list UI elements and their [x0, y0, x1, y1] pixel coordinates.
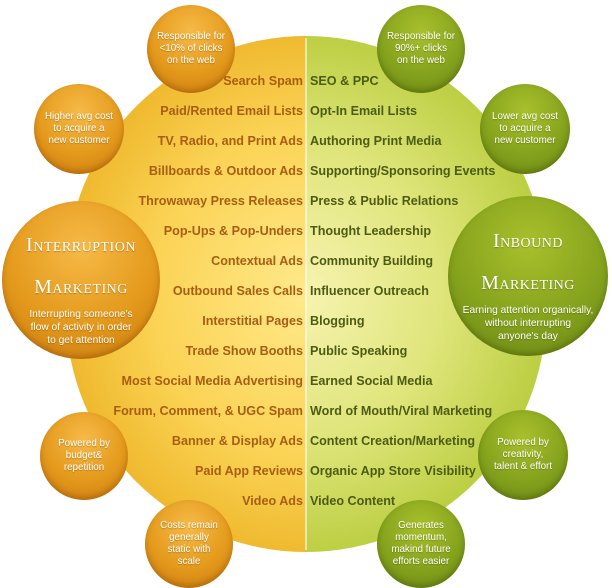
- inbound-item: Word of Mouth/Viral Marketing: [310, 404, 493, 418]
- inbound-item: Authoring Print Media: [310, 134, 442, 148]
- interruption-marketing-title: Interruption Marketing: [26, 214, 136, 298]
- inbound-item: Opt-In Email Lists: [310, 104, 418, 118]
- inbound-item: Press & Public Relations: [310, 194, 459, 208]
- interruption-item: Video Ads: [242, 494, 303, 508]
- interruption-item: Search Spam: [223, 74, 303, 88]
- inbound-item: Blogging: [310, 314, 365, 328]
- interruption-cost-bubble: Higher avg cost to acquire a new custome…: [34, 84, 124, 174]
- interruption-item: Billboards & Outdoor Ads: [148, 164, 303, 178]
- interruption-item: Interstitial Pages: [202, 314, 303, 328]
- interruption-costs-static-bubble: Costs remain generally static with scale: [145, 500, 233, 588]
- inbound-item: Earned Social Media: [310, 374, 433, 388]
- interruption-item: Banner & Display Ads: [171, 434, 303, 448]
- inbound-item: Public Speaking: [310, 344, 408, 358]
- inbound-item: Video Content: [310, 494, 396, 508]
- inbound-title-line2: Marketing: [481, 271, 575, 294]
- interruption-title-line2: Marketing: [34, 275, 128, 298]
- center-divider: [305, 38, 307, 550]
- interruption-item: Trade Show Booths: [185, 344, 303, 358]
- interruption-item: Most Social Media Advertising: [121, 374, 303, 388]
- inbound-cost-bubble: Lower avg cost to acquire a new customer: [480, 84, 570, 174]
- inbound-item: Content Creation/Marketing: [310, 434, 476, 448]
- interruption-item: Throwaway Press Releases: [138, 194, 303, 208]
- inbound-powered-bubble: Powered by creativity, talent & effort: [478, 410, 568, 500]
- inbound-marketing-title: Inbound Marketing: [481, 210, 575, 294]
- inbound-item: Organic App Store Visibility: [310, 464, 476, 478]
- inbound-marketing-description: Earning attention organically, without i…: [462, 304, 594, 342]
- interruption-item: TV, Radio, and Print Ads: [157, 134, 303, 148]
- inbound-item: Influencer Outreach: [310, 284, 429, 298]
- inbound-marketing-bubble: Inbound Marketing Earning attention orga…: [448, 196, 608, 356]
- interruption-clicks-bubble: Responsible for <10% of clicks on the we…: [147, 5, 235, 93]
- interruption-item: Forum, Comment, & UGC Spam: [113, 404, 303, 418]
- inbound-momentum-bubble: Generates momentum, makind future effort…: [377, 500, 465, 588]
- interruption-item: Paid App Reviews: [194, 464, 303, 478]
- interruption-item: Outbound Sales Calls: [172, 284, 303, 298]
- interruption-powered-bubble: Powered by budget& repetition: [40, 412, 128, 500]
- inbound-item: Community Building: [310, 254, 434, 268]
- inbound-item: SEO & PPC: [310, 74, 379, 88]
- inbound-item: Thought Leadership: [310, 224, 432, 238]
- interruption-item: Paid/Rented Email Lists: [160, 104, 303, 118]
- interruption-title-line1: Interruption: [26, 233, 136, 256]
- interruption-marketing-bubble: Interruption Marketing Interrupting some…: [2, 201, 160, 359]
- inbound-item: Supporting/Sponsoring Events: [310, 164, 496, 178]
- interruption-marketing-description: Interrupting someone's flow of activity …: [29, 308, 133, 346]
- inbound-clicks-bubble: Responsible for 90%+ clicks on the web: [377, 5, 465, 93]
- inbound-title-line1: Inbound: [492, 229, 564, 252]
- interruption-item: Contextual Ads: [211, 254, 303, 268]
- interruption-item: Pop-Ups & Pop-Unders: [163, 224, 303, 238]
